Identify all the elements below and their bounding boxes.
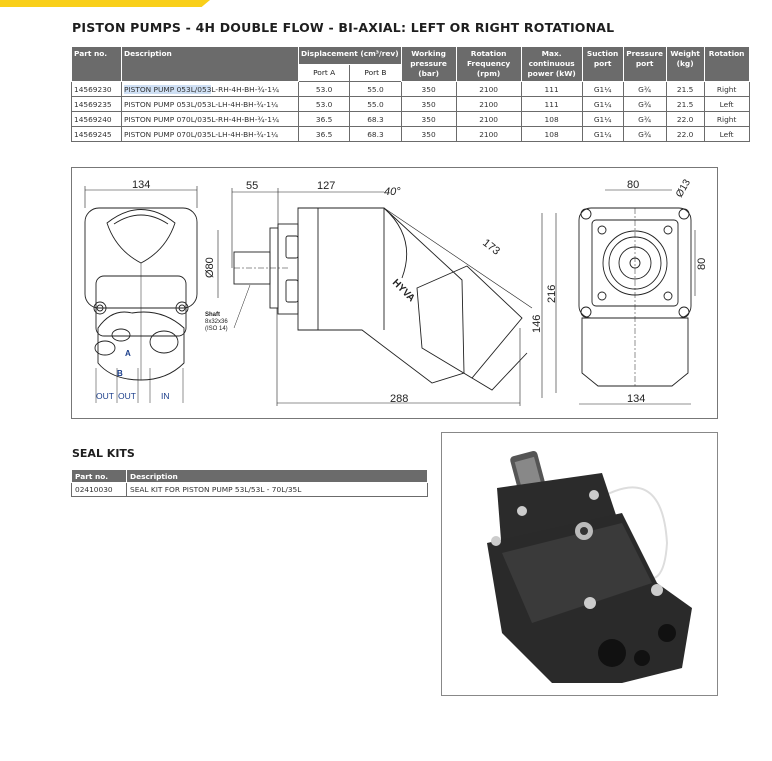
cell-description-rest: L-RH-4H-BH-¾-1¼ bbox=[211, 84, 280, 94]
header-port-a: Port A bbox=[297, 63, 351, 82]
cell-weight: 22.0 bbox=[665, 111, 705, 127]
seal-header-part-no: Part no. bbox=[71, 469, 127, 483]
cell-port-b: 68.3 bbox=[349, 111, 402, 127]
header-displacement: Displacement (cm³/rev) bbox=[298, 46, 402, 65]
cell-rpm: 2100 bbox=[455, 126, 522, 142]
cell-part-no: 14569240 bbox=[71, 111, 122, 127]
dim-flange80-v: 80 bbox=[696, 258, 708, 270]
cell-pressure-port: G¾ bbox=[622, 81, 667, 97]
cell-description: PISTON PUMP 070L/035L-LH-4H-BH-¾-1¼ bbox=[121, 126, 299, 142]
cell-rpm: 2100 bbox=[455, 81, 522, 97]
cell-suction: G1¼ bbox=[581, 96, 624, 112]
dim-height216: 216 bbox=[546, 285, 558, 303]
label-shaft-iso: (ISO 14) bbox=[205, 326, 228, 332]
cell-port-a: 36.5 bbox=[297, 126, 351, 142]
product-photo bbox=[441, 432, 718, 696]
table-row: 14569235 PISTON PUMP 053L/053L-LH-4H-BH-… bbox=[71, 96, 750, 112]
cell-pressure: 350 bbox=[400, 126, 457, 142]
cell-port-a: 36.5 bbox=[297, 111, 351, 127]
cell-rotation: Left bbox=[703, 96, 750, 112]
seal-header-description: Description bbox=[126, 469, 428, 483]
label-port-a: A bbox=[125, 349, 131, 358]
header-port-b: Port B bbox=[349, 63, 402, 82]
dim-front-width: 134 bbox=[132, 179, 150, 191]
selected-text: PISTON PUMP 053L/053 bbox=[124, 84, 212, 94]
seal-kits-table: Part no. Description 02410030 SEAL KIT F… bbox=[71, 469, 428, 497]
technical-drawing: 134 A B OUT OUT IN bbox=[71, 167, 718, 419]
dim-dia80: Ø80 bbox=[204, 257, 216, 278]
cell-power: 108 bbox=[520, 111, 583, 127]
dim-diag: 173 bbox=[480, 237, 502, 258]
table-row: 14569245 PISTON PUMP 070L/035L-LH-4H-BH-… bbox=[71, 126, 750, 142]
header-suction-port: Suction port bbox=[581, 46, 624, 82]
rear-view: 80 Ø13 80 134 bbox=[578, 177, 708, 405]
cell-description[interactable]: PISTON PUMP 053L/053L-RH-4H-BH-¾-1¼ bbox=[121, 81, 299, 97]
front-view: 134 A B OUT OUT IN bbox=[84, 179, 198, 403]
cell-pressure-port: G¾ bbox=[622, 96, 667, 112]
cell-port-a: 53.0 bbox=[297, 81, 351, 97]
label-port-b: B bbox=[117, 369, 123, 378]
cell-description: PISTON PUMP 053L/053L-LH-4H-BH-¾-1¼ bbox=[121, 96, 299, 112]
cell-power: 111 bbox=[520, 96, 583, 112]
dim-angle: 40° bbox=[384, 186, 401, 198]
cell-suction: G1¼ bbox=[581, 111, 624, 127]
cell-power: 108 bbox=[520, 126, 583, 142]
yellow-banner bbox=[0, 0, 210, 7]
cell-weight: 22.0 bbox=[665, 126, 705, 142]
seal-kits-title: SEAL KITS bbox=[72, 447, 135, 460]
cell-rpm: 2100 bbox=[455, 111, 522, 127]
cell-rotation: Left bbox=[703, 126, 750, 142]
header-rotation: Rotation bbox=[703, 46, 750, 82]
dim-body-len: 127 bbox=[317, 180, 335, 192]
brand-label: HYVA bbox=[390, 277, 417, 304]
header-weight: Weight (kg) bbox=[665, 46, 705, 82]
cell-suction: G1¼ bbox=[581, 81, 624, 97]
cell-rotation: Right bbox=[703, 81, 750, 97]
cell-part-no: 14569230 bbox=[71, 81, 122, 97]
cell-suction: G1¼ bbox=[581, 126, 624, 142]
cell-pressure: 350 bbox=[400, 111, 457, 127]
header-rotation-frequency: Rotation Frequency (rpm) bbox=[455, 46, 522, 82]
cell-description: PISTON PUMP 070L/035L-RH-4H-BH-¾-1¼ bbox=[121, 111, 299, 127]
dim-hole: Ø13 bbox=[674, 177, 693, 199]
cell-rotation: Right bbox=[703, 111, 750, 127]
side-view: 55 127 40° Ø80 HYVA 173 146 216 bbox=[204, 180, 558, 406]
dim-shaft-len: 55 bbox=[246, 180, 258, 192]
label-out-1: OUT bbox=[96, 391, 114, 401]
dim-flange80-h: 80 bbox=[627, 179, 639, 191]
label-out-2: OUT bbox=[118, 391, 136, 401]
header-working-pressure: Working pressure (bar) bbox=[400, 46, 457, 82]
dim-height146: 146 bbox=[531, 315, 543, 333]
cell-power: 111 bbox=[520, 81, 583, 97]
cell-port-a: 53.0 bbox=[297, 96, 351, 112]
label-shaft-spec: 8x32x36 bbox=[205, 319, 228, 325]
label-shaft: Shaft bbox=[205, 312, 220, 318]
header-description: Description bbox=[121, 46, 299, 82]
seal-cell-description: SEAL KIT FOR PISTON PUMP 53L/53L - 70L/3… bbox=[126, 482, 428, 497]
cell-port-b: 55.0 bbox=[349, 96, 402, 112]
cell-part-no: 14569245 bbox=[71, 126, 122, 142]
cell-pressure: 350 bbox=[400, 96, 457, 112]
seal-cell-part-no: 02410030 bbox=[71, 482, 127, 497]
table-row: 14569230 PISTON PUMP 053L/053L-RH-4H-BH-… bbox=[71, 81, 750, 97]
dim-total288: 288 bbox=[390, 393, 408, 405]
cell-weight: 21.5 bbox=[665, 81, 705, 97]
header-pressure-port: Pressure port bbox=[622, 46, 667, 82]
header-part-no: Part no. bbox=[71, 46, 122, 82]
cell-part-no: 14569235 bbox=[71, 96, 122, 112]
cell-pressure-port: G¾ bbox=[622, 126, 667, 142]
cell-weight: 21.5 bbox=[665, 96, 705, 112]
cell-pressure: 350 bbox=[400, 81, 457, 97]
page-title: PISTON PUMPS - 4H DOUBLE FLOW - BI-AXIAL… bbox=[72, 20, 615, 35]
spec-table: Part no. Description Displacement (cm³/r… bbox=[71, 46, 750, 142]
table-row: 02410030 SEAL KIT FOR PISTON PUMP 53L/53… bbox=[71, 482, 428, 497]
cell-port-b: 68.3 bbox=[349, 126, 402, 142]
header-max-power: Max. continuous power (kW) bbox=[520, 46, 583, 82]
dim-rear-width: 134 bbox=[627, 393, 645, 405]
label-in: IN bbox=[161, 391, 170, 401]
table-row: 14569240 PISTON PUMP 070L/035L-RH-4H-BH-… bbox=[71, 111, 750, 127]
cell-port-b: 55.0 bbox=[349, 81, 402, 97]
cell-rpm: 2100 bbox=[455, 96, 522, 112]
cell-pressure-port: G¾ bbox=[622, 111, 667, 127]
